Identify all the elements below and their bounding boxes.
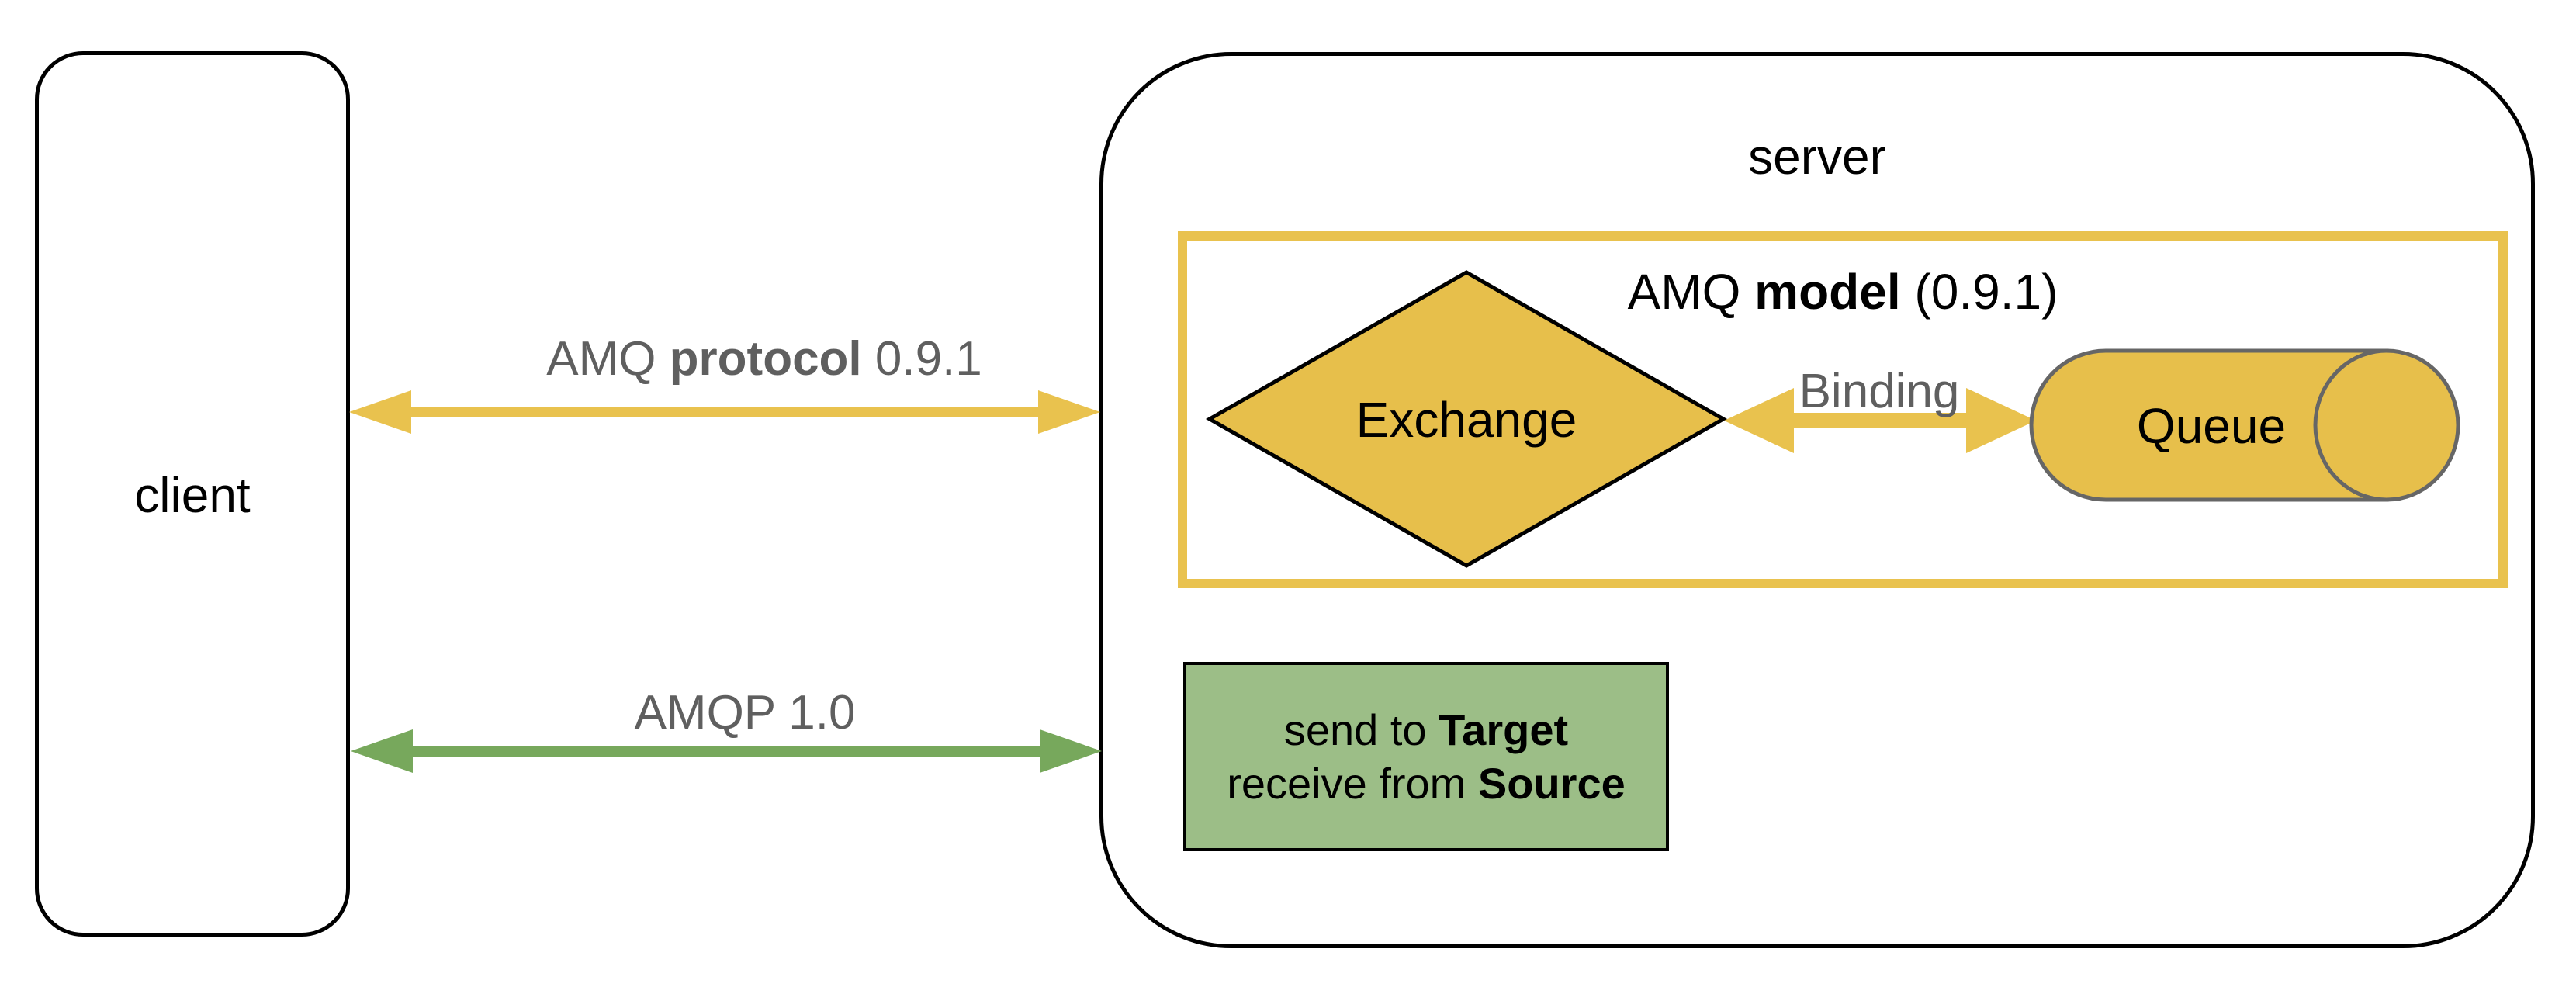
amq-model-title: AMQ model (0.9.1)	[1178, 267, 2508, 317]
target-source-note: send to Target receive from Source	[1183, 662, 1669, 851]
binding-label: Binding	[1799, 365, 1960, 418]
note-line-1: send to Target	[1284, 703, 1568, 757]
note-line1-bold: Target	[1439, 705, 1569, 754]
amqp-091-label: AMQ protocol 0.9.1	[388, 335, 1141, 383]
amq-model-title-suffix: (0.9.1)	[1900, 264, 2058, 320]
note-line2-prefix: receive from	[1227, 759, 1478, 808]
amqp-091-bold: protocol	[669, 332, 862, 386]
amq-model-title-bold: model	[1754, 264, 1901, 320]
amqp-091-suffix: 0.9.1	[861, 332, 982, 386]
exchange-label: Exchange	[1356, 392, 1577, 448]
queue-label: Queue	[2136, 398, 2287, 454]
note-line-2: receive from Source	[1227, 757, 1626, 810]
note-line2-bold: Source	[1477, 759, 1626, 808]
amq-model-frame	[1178, 231, 2508, 588]
amqp-10-label: AMQP 1.0	[634, 686, 856, 739]
queue-cylinder	[2029, 348, 2460, 502]
amq-model-title-prefix: AMQ	[1627, 264, 1755, 320]
amqp-10-arrow	[351, 729, 1102, 773]
server-label: server	[1748, 129, 1886, 185]
amqp-091-arrow	[349, 390, 1100, 434]
client-label: client	[134, 467, 251, 523]
client-node	[35, 51, 350, 937]
exchange-diamond	[1205, 270, 1728, 568]
binding-arrow	[1724, 388, 2036, 453]
note-line1-prefix: send to	[1283, 705, 1439, 754]
amqp-091-prefix: AMQ	[546, 332, 670, 386]
